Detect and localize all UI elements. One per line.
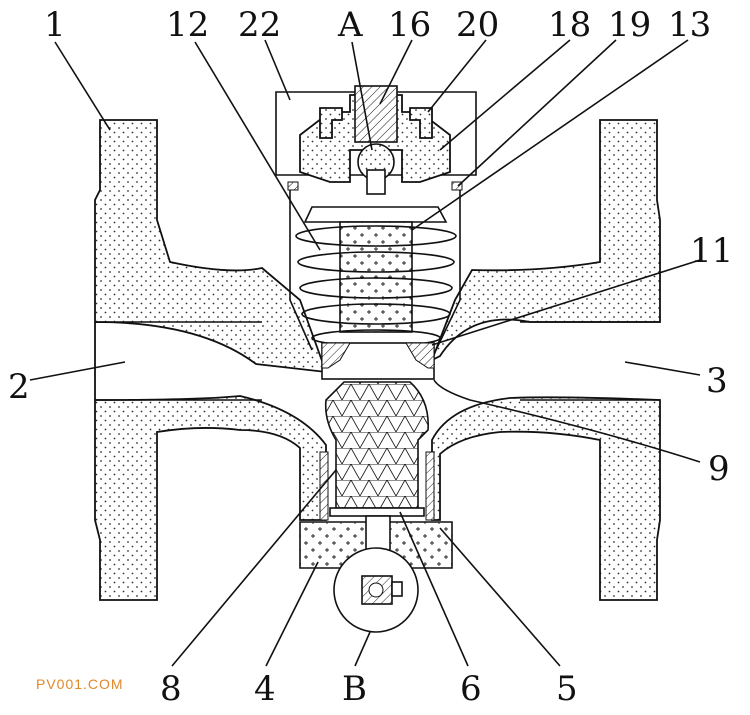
label-12: 12	[166, 5, 209, 45]
label-4: 4	[254, 669, 276, 709]
seal-19-right	[451, 181, 463, 191]
seal-19-left	[287, 181, 299, 191]
sleeve-right	[425, 451, 435, 521]
label-20: 20	[456, 5, 499, 45]
sleeve-left	[319, 451, 329, 521]
valve-body-left	[94, 119, 328, 601]
watermark: PV001.COM	[36, 676, 124, 692]
disc-seat-left	[321, 342, 351, 369]
detail-b-nut	[391, 581, 403, 597]
label-6: 6	[460, 669, 482, 709]
label-9: 9	[708, 449, 730, 489]
disc-seat-right	[405, 342, 435, 369]
leader-lines	[29, 39, 701, 667]
label-a: A	[337, 5, 363, 45]
seal-20-left	[319, 107, 343, 139]
filter-element-8	[324, 381, 429, 509]
ball-stem	[366, 169, 386, 195]
label-11: 11	[690, 231, 733, 271]
label-2: 2	[8, 367, 30, 407]
label-16: 16	[388, 5, 431, 45]
spring-core-13	[339, 221, 413, 333]
label-1: 1	[44, 5, 66, 45]
detail-b-bolt	[368, 582, 384, 598]
coil-spring-12	[295, 225, 457, 347]
plug-16	[354, 85, 398, 143]
label-b: B	[342, 669, 367, 709]
bottom-plate-6	[329, 507, 425, 517]
label-5: 5	[556, 669, 578, 709]
piston-plate	[303, 206, 448, 223]
label-19: 19	[608, 5, 651, 45]
label-3: 3	[706, 361, 728, 401]
label-18: 18	[548, 5, 591, 45]
label-13: 13	[668, 5, 711, 45]
label-22: 22	[238, 5, 281, 45]
bonnet-walls	[289, 190, 461, 351]
label-8: 8	[160, 669, 182, 709]
